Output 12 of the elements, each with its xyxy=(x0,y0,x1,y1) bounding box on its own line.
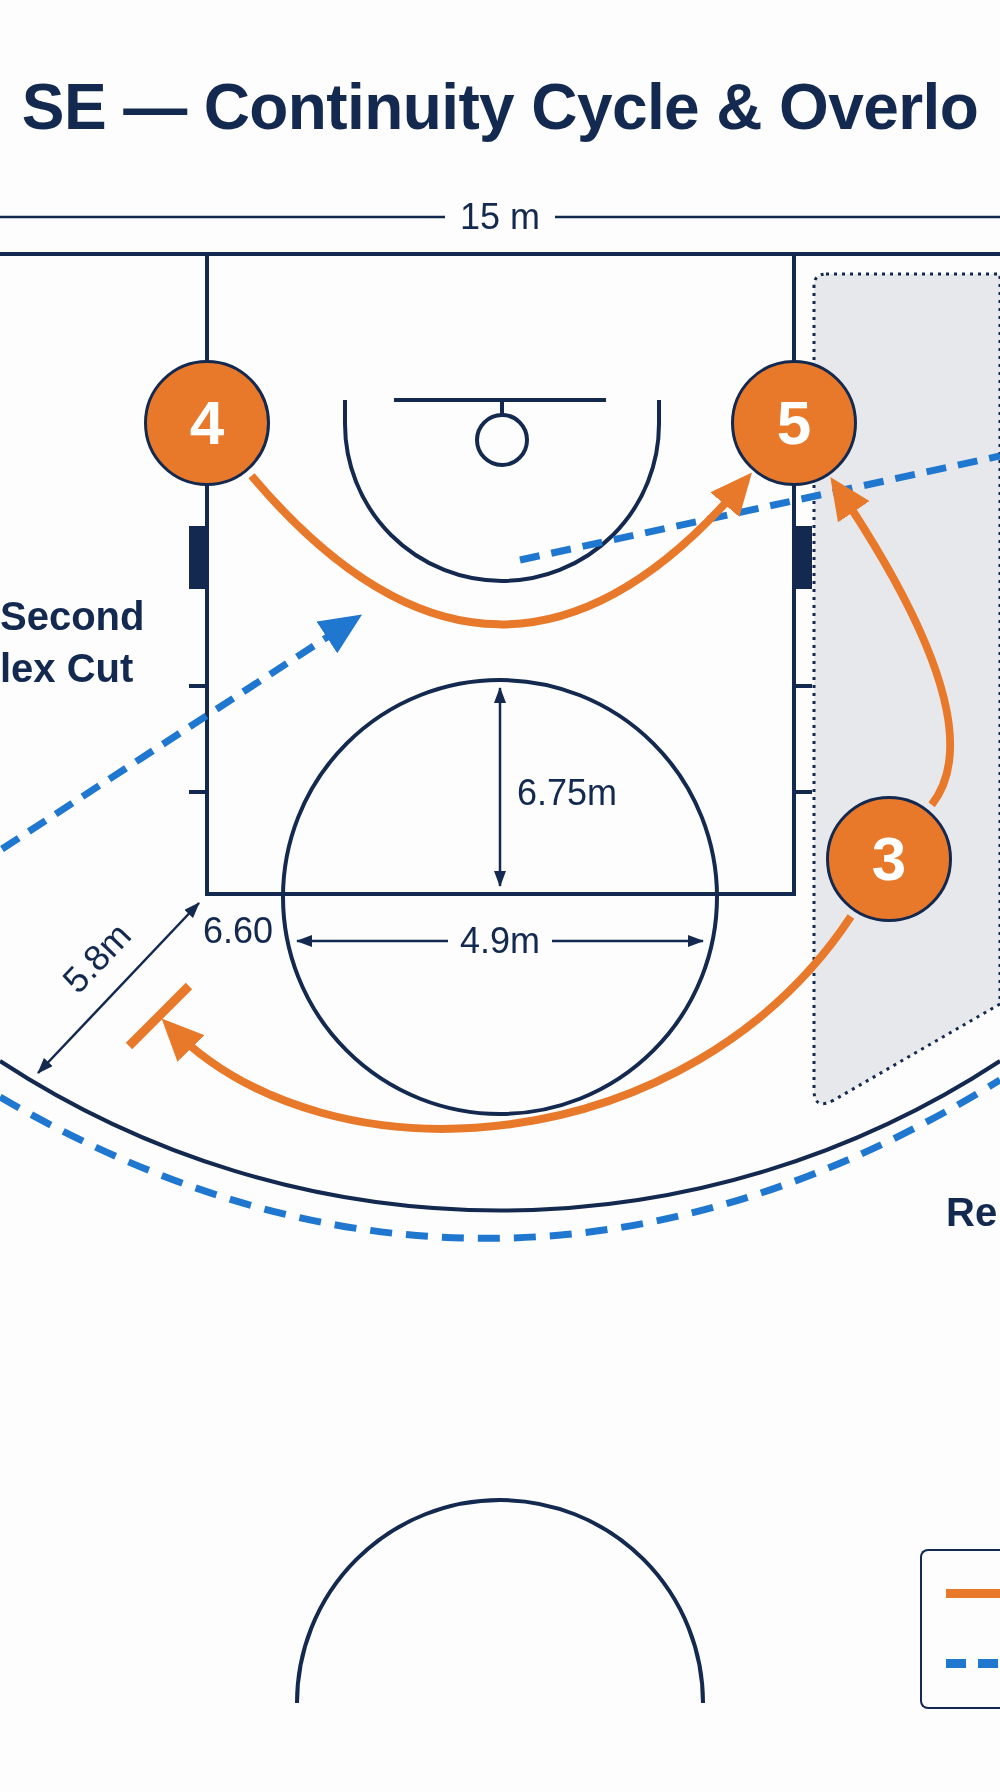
title: SE — Continuity Cycle & Overlo xyxy=(21,70,979,144)
dimension-label: 6.75m xyxy=(516,773,618,813)
movement-arrow xyxy=(248,472,753,629)
dimension-label: 6.60 xyxy=(202,911,274,951)
annotation-label: Second lex Cut xyxy=(0,593,146,692)
dimension-label: 4.9m xyxy=(460,921,540,961)
dimension-label: 15 m xyxy=(460,197,540,237)
player-marker: 5 xyxy=(731,360,857,486)
movement-arrow xyxy=(830,476,954,807)
movement-arrow xyxy=(160,914,855,1133)
player-marker: 4 xyxy=(144,360,270,486)
annotation-label: Re xyxy=(946,1189,998,1236)
